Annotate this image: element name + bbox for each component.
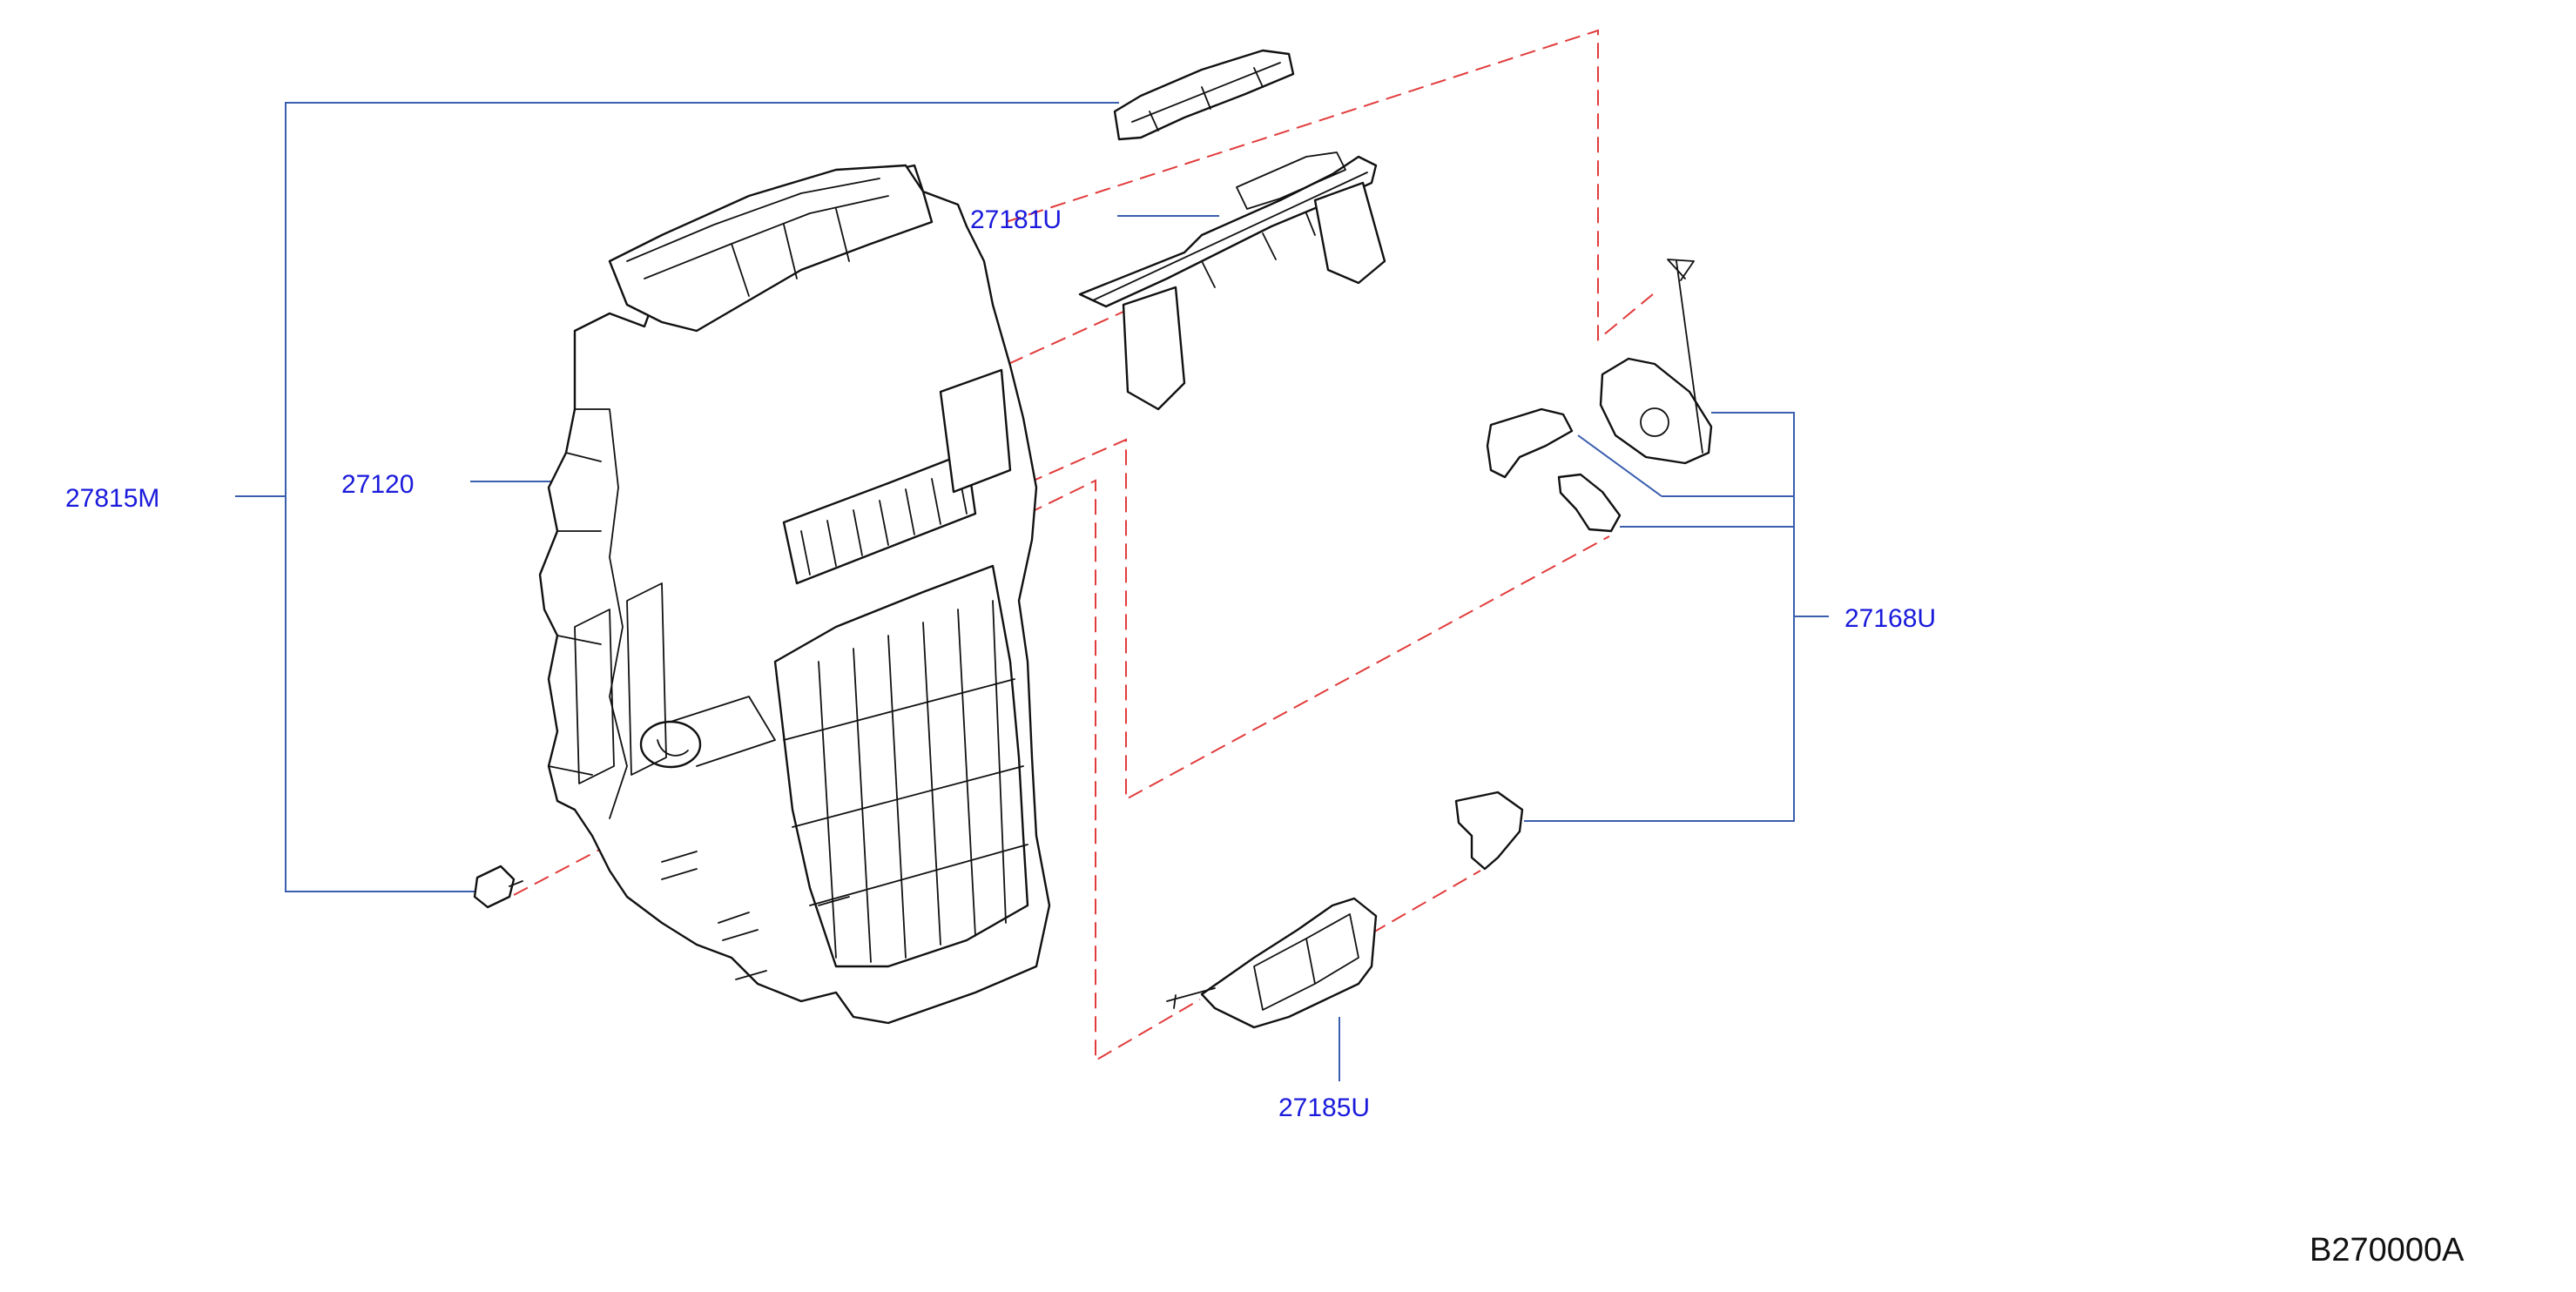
- damper-flap-left: [1122, 286, 1186, 411]
- bottom-duct-flap: [1253, 913, 1359, 1011]
- damper-frame: [1078, 155, 1378, 308]
- leader-lines: [235, 102, 1829, 1081]
- actuator-assembly: [1454, 259, 1713, 871]
- label-27185U: 27185U: [1278, 1093, 1370, 1122]
- housing-duct: [773, 564, 1029, 968]
- top-link-body: [1113, 49, 1295, 141]
- dashed-lines: [513, 29, 1654, 1062]
- lever-lower: [1454, 791, 1524, 871]
- leader-27168U-bracket: [1524, 412, 1795, 822]
- damper-flap-right: [1313, 181, 1386, 285]
- housing-motor-body: [657, 696, 776, 767]
- housing-left-flange: [548, 408, 628, 819]
- housing-duct-ribs: [783, 600, 1028, 963]
- label-27168U: 27168U: [1844, 604, 1936, 633]
- label-27815M: 27815M: [65, 484, 159, 513]
- housing-top-outlet: [608, 164, 934, 333]
- housing-left-panels: [574, 582, 667, 784]
- housing-window: [939, 368, 1012, 494]
- actuator-rod: [1667, 259, 1703, 454]
- lever-cam: [1486, 407, 1574, 479]
- bottom-duct-body: [1200, 897, 1378, 1029]
- housing-grille: [782, 451, 977, 585]
- dash-bottom-right: [1371, 870, 1481, 934]
- heater-housing: [538, 164, 1051, 1025]
- damper-shaft: [1092, 172, 1368, 301]
- diagram-code: B270000A: [2310, 1232, 2465, 1268]
- bottom-duct: [1166, 897, 1378, 1029]
- actuator-gear: [1640, 407, 1669, 437]
- actuator-body: [1599, 357, 1713, 465]
- leader-27168U-a: [1577, 434, 1662, 497]
- label-27181U: 27181U: [970, 205, 1062, 234]
- bottom-duct-shaft: [1166, 987, 1216, 1009]
- housing-motor: [639, 720, 702, 769]
- housing-grille-lines: [800, 468, 968, 575]
- damper-door: [1078, 151, 1386, 411]
- lever-arm: [1557, 473, 1622, 533]
- label-27120: 27120: [341, 470, 414, 499]
- dash-top: [1005, 29, 1654, 342]
- connector-body: [473, 865, 516, 909]
- damper-upper-frame: [1236, 151, 1346, 210]
- top-link-detail: [1131, 62, 1281, 131]
- dash-housing-to-damper: [1008, 311, 1124, 365]
- housing-top-vents: [626, 178, 889, 297]
- housing-ports: [661, 851, 850, 980]
- top-link-bracket: [1113, 49, 1295, 141]
- connector-pin: [509, 880, 523, 887]
- dash-lower: [1027, 479, 1201, 1062]
- dash-middle: [1027, 438, 1610, 801]
- connector-left: [473, 865, 523, 909]
